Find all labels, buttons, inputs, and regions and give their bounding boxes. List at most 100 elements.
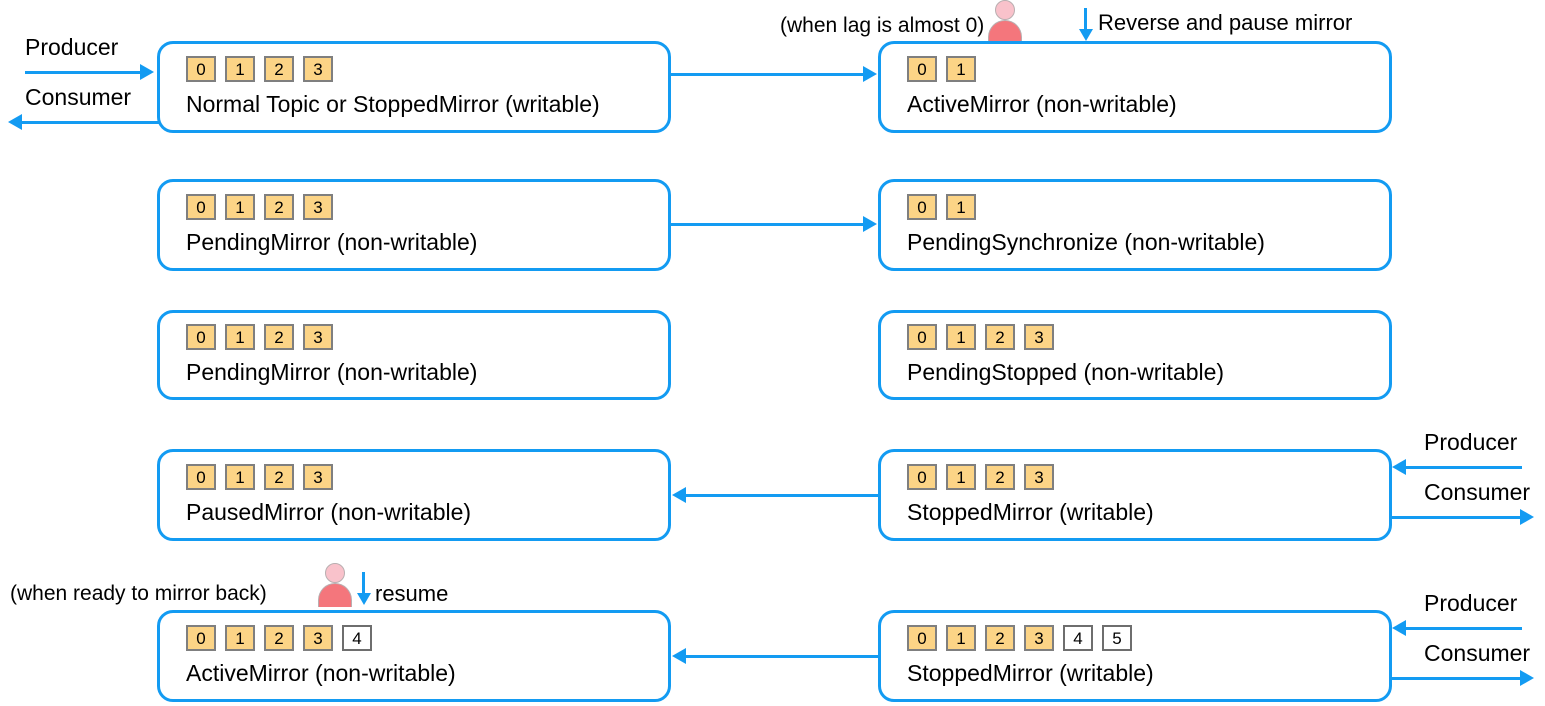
transition-arrow-line-row4 (686, 494, 878, 497)
state-box-label: PendingMirror (non-writable) (186, 359, 478, 386)
state-box-label: PendingSynchronize (non-writable) (907, 229, 1265, 256)
partition-chip: 0 (186, 56, 216, 83)
state-box-active-mirror-top[interactable]: 0 1 ActiveMirror (non-writable) (878, 41, 1392, 133)
partition-chip: 0 (186, 464, 216, 491)
partition-chip: 1 (225, 625, 255, 652)
consumer-arrow-line-top (22, 121, 162, 124)
state-box-paused-mirror[interactable]: 0 1 2 3 PausedMirror (non-writable) (157, 449, 671, 541)
action-arrow-line-bottom (362, 572, 365, 594)
person-body (318, 583, 352, 607)
producer-arrow-line-top (25, 71, 141, 74)
state-box-active-mirror-bottom[interactable]: 0 1 2 3 4 ActiveMirror (non-writable) (157, 610, 671, 702)
transition-arrow-head-row4 (672, 487, 686, 503)
partition-chip: 3 (303, 324, 333, 351)
partition-chip: 0 (186, 194, 216, 221)
producer-arrow-head-row4 (1392, 459, 1406, 475)
state-box-pending-stopped[interactable]: 0 1 2 3 PendingStopped (non-writable) (878, 310, 1392, 400)
consumer-label-top: Consumer (25, 84, 132, 110)
state-box-stopped-mirror-row5[interactable]: 0 1 2 3 4 5 StoppedMirror (writable) (878, 610, 1392, 702)
partition-chip: 3 (303, 194, 333, 221)
arrow-down-icon (1079, 29, 1093, 41)
person-body (988, 20, 1022, 44)
person-head (325, 563, 345, 583)
partition-chip: 1 (946, 464, 976, 491)
partition-chip: 2 (985, 464, 1015, 491)
partition-list: 0 1 2 3 4 (186, 625, 668, 652)
partition-chip: 3 (1024, 625, 1054, 652)
state-box-label: StoppedMirror (writable) (907, 499, 1154, 526)
partition-chip: 3 (1024, 464, 1054, 491)
state-box-label: ActiveMirror (non-writable) (186, 660, 456, 687)
partition-chip: 2 (264, 464, 294, 491)
partition-chip: 3 (1024, 324, 1054, 351)
partition-list: 0 1 2 3 (907, 324, 1389, 351)
partition-chip: 2 (264, 625, 294, 652)
state-box-stopped-mirror-row4[interactable]: 0 1 2 3 StoppedMirror (writable) (878, 449, 1392, 541)
producer-arrow-head-row5 (1392, 620, 1406, 636)
producer-label-row4: Producer (1424, 429, 1518, 455)
partition-chip-empty: 5 (1102, 625, 1132, 652)
note-ready: (when ready to mirror back) (10, 582, 267, 605)
arrow-down-icon (357, 593, 371, 605)
partition-chip: 3 (303, 625, 333, 652)
partition-list: 0 1 2 3 (186, 464, 668, 491)
person-head (995, 0, 1015, 20)
partition-chip: 1 (946, 194, 976, 221)
partition-chip: 3 (303, 464, 333, 491)
state-box-label: PendingMirror (non-writable) (186, 229, 478, 256)
partition-chip: 3 (303, 56, 333, 83)
state-box-label: Normal Topic or StoppedMirror (writable) (186, 91, 600, 118)
partition-chip-empty: 4 (342, 625, 372, 652)
producer-label-top: Producer (25, 34, 119, 60)
partition-chip: 2 (264, 194, 294, 221)
action-arrow-line-top (1084, 8, 1087, 30)
consumer-arrow-head-row4 (1520, 509, 1534, 525)
partition-list: 0 1 2 3 (907, 464, 1389, 491)
consumer-arrow-head-top (8, 114, 22, 130)
producer-arrow-line-row4 (1406, 466, 1522, 469)
person-icon (318, 563, 352, 607)
transition-arrow-line-row5 (686, 655, 878, 658)
partition-list: 0 1 2 3 (186, 56, 668, 83)
producer-arrow-head-top (140, 64, 154, 80)
partition-chip: 1 (946, 56, 976, 83)
partition-list: 0 1 2 3 4 5 (907, 625, 1389, 652)
state-box-label: StoppedMirror (writable) (907, 660, 1154, 687)
partition-chip: 1 (225, 324, 255, 351)
action-label-reverse-pause: Reverse and pause mirror (1098, 10, 1353, 35)
partition-chip: 0 (907, 625, 937, 652)
transition-arrow-line-row2 (671, 223, 864, 226)
partition-chip: 1 (946, 625, 976, 652)
partition-chip: 0 (907, 464, 937, 491)
transition-arrow-head-row1 (863, 66, 877, 82)
partition-list: 0 1 2 3 (186, 194, 668, 221)
state-box-normal-topic[interactable]: 0 1 2 3 Normal Topic or StoppedMirror (w… (157, 41, 671, 133)
partition-list: 0 1 2 3 (186, 324, 668, 351)
partition-chip: 0 (907, 324, 937, 351)
note-lag: (when lag is almost 0) (780, 14, 985, 37)
partition-chip: 0 (186, 625, 216, 652)
person-icon (988, 0, 1022, 44)
partition-list: 0 1 (907, 56, 1389, 83)
consumer-label-row4: Consumer (1424, 479, 1531, 505)
partition-chip: 0 (907, 194, 937, 221)
partition-chip: 2 (985, 625, 1015, 652)
state-box-pending-mirror-row3[interactable]: 0 1 2 3 PendingMirror (non-writable) (157, 310, 671, 400)
partition-chip: 2 (264, 324, 294, 351)
partition-chip: 0 (186, 324, 216, 351)
partition-chip: 1 (225, 56, 255, 83)
action-label-resume: resume (375, 581, 449, 606)
transition-arrow-head-row2 (863, 216, 877, 232)
partition-chip: 1 (225, 464, 255, 491)
transition-arrow-head-row5 (672, 648, 686, 664)
partition-chip: 0 (907, 56, 937, 83)
state-box-pending-mirror-row2[interactable]: 0 1 2 3 PendingMirror (non-writable) (157, 179, 671, 271)
state-box-pending-synchronize[interactable]: 0 1 PendingSynchronize (non-writable) (878, 179, 1392, 271)
consumer-arrow-line-row5 (1392, 677, 1522, 680)
consumer-label-row5: Consumer (1424, 640, 1531, 666)
producer-arrow-line-row5 (1406, 627, 1522, 630)
state-box-label: PausedMirror (non-writable) (186, 499, 472, 526)
transition-arrow-line-row1 (671, 73, 864, 76)
partition-chip: 1 (946, 324, 976, 351)
